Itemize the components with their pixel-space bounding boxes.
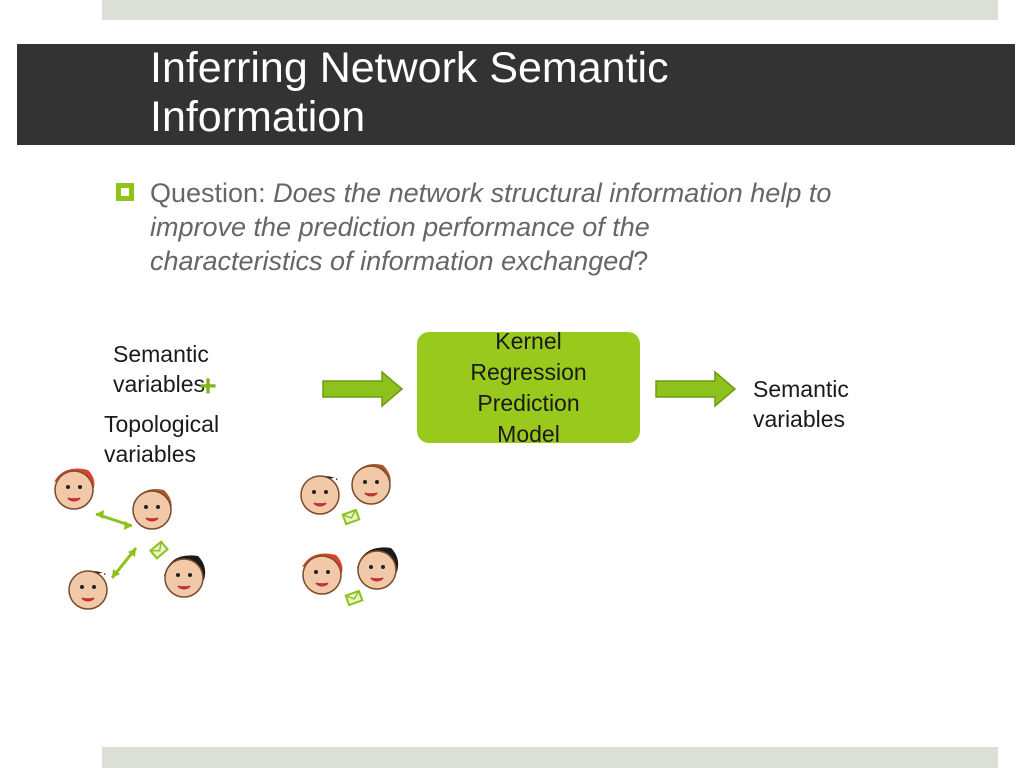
- person-head-icon: [164, 555, 206, 598]
- model-line-4: Model: [497, 420, 560, 444]
- output-semantic-line-2: variables: [753, 406, 846, 432]
- input-topological-label: Topological variables: [104, 409, 219, 469]
- person-head-icon: [54, 468, 95, 510]
- question-line-2: improve the prediction performance of th…: [150, 212, 650, 242]
- person-head-icon: [351, 463, 391, 505]
- question-line-3: characteristics of information exchanged: [150, 246, 634, 276]
- title-line-1: Inferring Network Semantic: [150, 44, 669, 92]
- title-bar: [17, 44, 1015, 145]
- input-semantic-label: Semantic variables: [113, 339, 209, 399]
- model-line-2: Regression: [470, 358, 587, 385]
- person-head-icon: [67, 570, 108, 610]
- message-envelope-icon: [344, 589, 364, 607]
- pairs-illustration: [299, 463, 399, 607]
- model-label: Kernel Regression Prediction Model: [417, 332, 640, 443]
- arrow-right-icon: [655, 370, 737, 408]
- input-topological-line-1: Topological: [104, 411, 220, 437]
- person-head-icon: [132, 488, 172, 530]
- bullet-square-icon: [116, 183, 134, 201]
- output-semantic-line-1: Semantic: [753, 376, 849, 402]
- person-head-icon: [299, 475, 340, 515]
- arrow-right-icon: [322, 370, 404, 408]
- bottom-decor-band: [102, 747, 998, 768]
- slide-title: Inferring Network Semantic Information: [150, 44, 910, 142]
- title-line-2: Information: [150, 93, 366, 141]
- question-end: ?: [633, 246, 649, 276]
- model-line-3: Prediction: [477, 389, 580, 416]
- kernel-regression-model-box: Kernel Regression Prediction Model: [417, 332, 640, 443]
- network-illustration: [54, 468, 206, 610]
- message-envelope-icon: [341, 508, 361, 526]
- plus-icon: +: [199, 370, 217, 403]
- person-head-icon: [357, 547, 399, 590]
- top-decor-band: [102, 0, 998, 20]
- question-lead: Question:: [150, 178, 274, 208]
- model-line-1: Kernel: [495, 332, 562, 354]
- message-envelope-icon: [149, 540, 169, 560]
- input-semantic-line-2: variables: [113, 371, 206, 397]
- question-bullet: Question: Does the network structural in…: [150, 176, 970, 278]
- input-topological-line-2: variables: [104, 441, 197, 467]
- person-head-icon: [302, 553, 343, 595]
- output-semantic-label: Semantic variables: [753, 374, 849, 434]
- input-semantic-line-1: Semantic: [113, 341, 209, 367]
- question-line-1: Does the network structural information …: [273, 178, 832, 208]
